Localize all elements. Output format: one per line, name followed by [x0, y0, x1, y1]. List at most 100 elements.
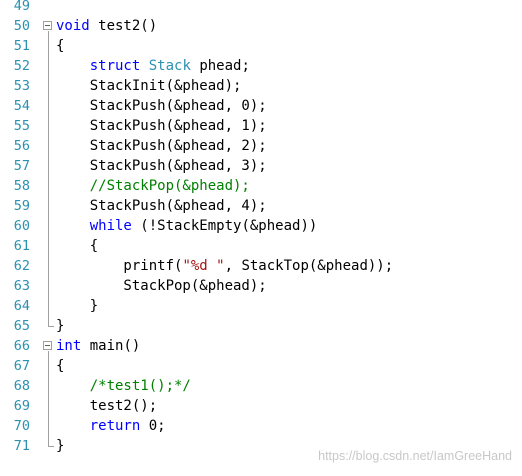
line-number: 51	[13, 38, 30, 54]
line-number: 52	[13, 58, 30, 74]
line-number: 60	[13, 218, 30, 234]
code-text: {	[56, 236, 98, 256]
code-token: /*test1();*/	[89, 378, 191, 394]
line-number: 70	[13, 418, 30, 434]
code-token: "%d "	[182, 258, 225, 274]
line-number: 64	[13, 298, 30, 314]
code-line[interactable]: 62 printf("%d ", StackTop(&phead));	[0, 256, 522, 276]
code-line[interactable]: 53 StackInit(&phead);	[0, 76, 522, 96]
outline-guide	[48, 351, 49, 446]
code-line[interactable]: 66 int main()	[0, 336, 522, 356]
code-token: (!StackEmpty(&phead))	[131, 218, 318, 234]
code-token: void	[56, 18, 90, 34]
code-text: while (!StackEmpty(&phead))	[56, 216, 318, 236]
line-number: 54	[13, 98, 30, 114]
code-token	[56, 378, 90, 394]
code-text: }	[56, 436, 64, 456]
code-token: 0;	[140, 418, 166, 434]
code-line[interactable]: 65}	[0, 316, 522, 336]
line-number: 61	[13, 238, 30, 254]
code-text: struct Stack phead;	[56, 56, 250, 76]
outline-guide	[48, 31, 49, 326]
code-token: phead;	[190, 58, 250, 74]
code-token: return	[89, 418, 141, 434]
code-line[interactable]: 69 test2();	[0, 396, 522, 416]
code-line[interactable]: 49	[0, 0, 522, 16]
code-line[interactable]: 55 StackPush(&phead, 1);	[0, 116, 522, 136]
outline-guide-end	[48, 446, 54, 447]
line-number: 50	[13, 18, 30, 34]
code-line[interactable]: 59 StackPush(&phead, 4);	[0, 196, 522, 216]
code-text: StackPush(&phead, 4);	[56, 196, 267, 216]
code-line[interactable]: 51 {	[0, 36, 522, 56]
line-number: 57	[13, 158, 30, 174]
code-token: struct	[89, 58, 141, 74]
code-line[interactable]: 67 {	[0, 356, 522, 376]
code-text: StackPush(&phead, 0);	[56, 96, 267, 116]
line-number: 49	[13, 0, 30, 14]
line-number: 68	[13, 378, 30, 394]
code-line[interactable]: 54 StackPush(&phead, 0);	[0, 96, 522, 116]
code-text: StackPush(&phead, 3);	[56, 156, 267, 176]
code-text: StackPop(&phead);	[56, 276, 266, 296]
code-token: test2()	[89, 18, 158, 34]
code-line[interactable]: 61 {	[0, 236, 522, 256]
code-token: StackInit(&phead);	[56, 78, 242, 94]
code-text: StackPush(&phead, 1);	[56, 116, 267, 136]
code-token	[56, 418, 90, 434]
outline-guide-end	[48, 326, 54, 327]
code-token	[56, 218, 90, 234]
code-line[interactable]: 60 while (!StackEmpty(&phead))	[0, 216, 522, 236]
code-token: {	[56, 358, 65, 374]
code-text: {	[56, 356, 64, 376]
code-token: printf(	[56, 258, 183, 274]
line-number: 66	[13, 338, 30, 354]
line-number: 71	[13, 438, 30, 454]
code-token: main()	[81, 338, 141, 354]
code-text: /*test1();*/	[56, 376, 191, 396]
code-token: }	[56, 438, 65, 454]
code-token: StackPush(&phead, 0);	[56, 98, 267, 114]
collapse-toggle-icon[interactable]	[43, 21, 52, 30]
code-token: StackPush(&phead, 2);	[56, 138, 267, 154]
code-line[interactable]: 68 /*test1();*/	[0, 376, 522, 396]
code-line[interactable]: 63 StackPop(&phead);	[0, 276, 522, 296]
code-token: {	[56, 38, 65, 54]
code-token: {	[56, 238, 99, 254]
line-number: 62	[13, 258, 30, 274]
code-line[interactable]: 70 return 0;	[0, 416, 522, 436]
code-text: StackPush(&phead, 2);	[56, 136, 267, 156]
code-text: }	[56, 296, 98, 316]
code-line[interactable]: 56 StackPush(&phead, 2);	[0, 136, 522, 156]
line-number: 58	[13, 178, 30, 194]
code-token	[56, 178, 90, 194]
line-number: 55	[13, 118, 30, 134]
code-text: void test2()	[56, 16, 157, 36]
line-number: 67	[13, 358, 30, 374]
code-line[interactable]: 57 StackPush(&phead, 3);	[0, 156, 522, 176]
line-number: 63	[13, 278, 30, 294]
line-number: 56	[13, 138, 30, 154]
code-token: int	[56, 338, 82, 354]
code-line[interactable]: 71}	[0, 436, 522, 456]
collapse-toggle-icon[interactable]	[43, 341, 52, 350]
code-line[interactable]: 58 //StackPop(&phead);	[0, 176, 522, 196]
code-text: }	[56, 316, 64, 336]
code-line[interactable]: 50 void test2()	[0, 16, 522, 36]
code-token: }	[56, 298, 99, 314]
watermark: https://blog.csdn.net/IamGreeHand	[318, 449, 512, 463]
code-line[interactable]: 52 struct Stack phead;	[0, 56, 522, 76]
code-text: //StackPop(&phead);	[56, 176, 250, 196]
code-token	[140, 58, 148, 74]
code-token: }	[56, 318, 65, 334]
code-text: return 0;	[56, 416, 166, 436]
code-token: StackPush(&phead, 4);	[56, 198, 267, 214]
line-number: 53	[13, 78, 30, 94]
code-text: test2();	[56, 396, 157, 416]
code-line[interactable]: 64 }	[0, 296, 522, 316]
code-token: while	[89, 218, 132, 234]
code-token: test2();	[56, 398, 158, 414]
line-number: 59	[13, 198, 30, 214]
code-text: StackInit(&phead);	[56, 76, 242, 96]
